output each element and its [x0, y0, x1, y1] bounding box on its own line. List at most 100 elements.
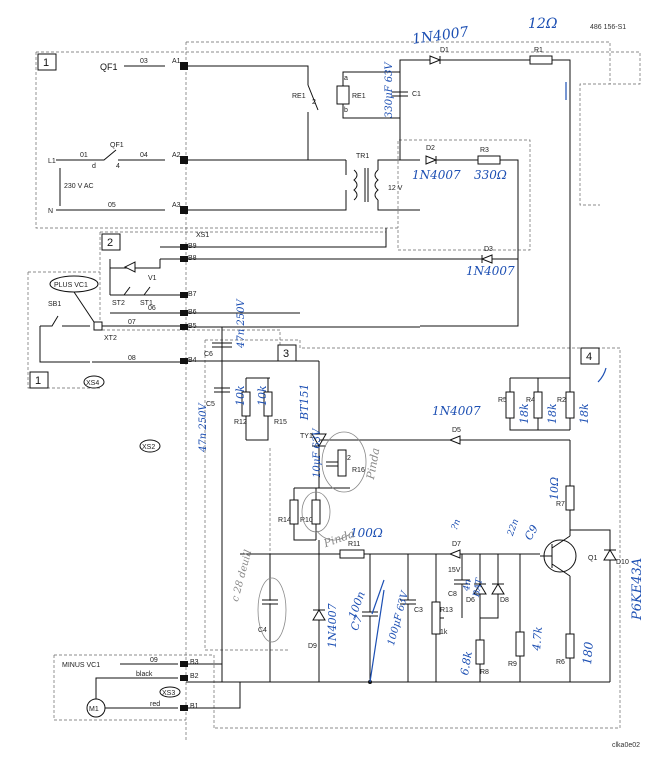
r7-value-note: 10Ω — [548, 476, 561, 500]
svg-text:R7: R7 — [556, 501, 565, 508]
svg-text:TY1: TY1 — [300, 433, 313, 440]
footer-code: clka0e02 — [612, 742, 641, 749]
svg-text:D3: D3 — [484, 246, 493, 253]
minus-vc1-section: MINUS VC1 09 B3 black B2 XS3 M1 red B1 — [62, 657, 241, 718]
svg-text:RE1: RE1 — [292, 93, 306, 100]
r4-value-note: 18k — [546, 403, 559, 424]
control-section: C6 C5 R12 R15 TY1 C2 R16 D5 R5 R4 R2 — [186, 327, 629, 684]
block-4-label: 4 — [586, 351, 592, 363]
block-1-label: 1 — [43, 57, 49, 69]
svg-text:R14: R14 — [278, 517, 291, 524]
svg-text:15V: 15V — [448, 567, 461, 574]
svg-text:C3: C3 — [414, 607, 423, 614]
svg-text:R10: R10 — [300, 517, 313, 524]
svg-text:01: 01 — [80, 152, 88, 159]
svg-text:C1: C1 — [412, 91, 421, 98]
svg-text:C6: C6 — [204, 351, 213, 358]
c5-value-note: 47n 250V — [198, 403, 209, 452]
doc-number: 486 156-S1 — [590, 24, 627, 31]
svg-text:M1: M1 — [89, 706, 99, 713]
block-3-label: 3 — [283, 348, 289, 360]
terminal-xs1-section: XS1 B9 B8 B7 B6 B5 B4 V1 D3 ST2 ST1 06 — [109, 228, 518, 364]
r2-value-note: 18k — [578, 403, 591, 424]
plus-vc1-section: PLUS VC1 SB1 XT2 07 08 XS4 XS2 — [39, 275, 180, 453]
svg-text:D10: D10 — [616, 559, 629, 566]
d5-value-note: 1N4007 — [432, 404, 481, 418]
svg-text:XS3: XS3 — [162, 690, 175, 697]
svg-text:red: red — [150, 701, 160, 708]
svg-text:07: 07 — [128, 319, 136, 326]
svg-text:R11: R11 — [348, 541, 360, 548]
block-2-label: 2 — [107, 237, 113, 249]
svg-text:d: d — [92, 163, 96, 170]
svg-text:R2: R2 — [557, 397, 566, 404]
svg-text:D2: D2 — [426, 145, 435, 152]
svg-text:N: N — [48, 208, 53, 215]
svg-text:XT2: XT2 — [104, 335, 117, 342]
svg-text:B7: B7 — [188, 291, 197, 298]
svg-text:RE1: RE1 — [352, 93, 366, 100]
svg-text:R3: R3 — [480, 147, 489, 154]
svg-text:C5: C5 — [206, 401, 215, 408]
svg-text:QF1: QF1 — [110, 142, 124, 149]
svg-text:C8: C8 — [448, 591, 457, 598]
svg-text:04: 04 — [140, 152, 148, 159]
d10-value-note: P6KE43A — [630, 557, 645, 620]
svg-text:A2: A2 — [172, 152, 181, 159]
svg-text:4: 4 — [116, 163, 120, 170]
svg-text:C4: C4 — [258, 627, 267, 634]
svg-text:L1: L1 — [48, 158, 56, 165]
r6-value-note: 180 — [580, 641, 596, 666]
r5-value-note: 18k — [518, 403, 531, 424]
qf1-top-label: QF1 — [100, 62, 118, 72]
svg-text:C2: C2 — [342, 455, 351, 462]
svg-text:09: 09 — [150, 657, 158, 664]
svg-text:D1: D1 — [440, 47, 449, 54]
svg-text:1k: 1k — [440, 629, 448, 636]
r11-value-note: 100Ω — [350, 526, 383, 540]
svg-text:D6: D6 — [466, 597, 475, 604]
svg-text:12 V: 12 V — [388, 185, 403, 192]
handwritten-notes — [369, 82, 607, 683]
svg-text:R13: R13 — [440, 607, 453, 614]
svg-text:2: 2 — [312, 99, 316, 106]
svg-text:A3: A3 — [172, 202, 181, 209]
r15-value-note: 10k — [256, 385, 269, 406]
svg-text:Q1: Q1 — [588, 555, 597, 562]
svg-text:ST1: ST1 — [140, 300, 153, 307]
svg-text:black: black — [136, 671, 153, 678]
svg-text:D5: D5 — [452, 427, 461, 434]
d3-value-note: 1N4007 — [466, 264, 515, 278]
d9-value-note: 1N4007 — [326, 603, 339, 648]
svg-text:R8: R8 — [480, 669, 489, 676]
svg-text:R12: R12 — [234, 419, 247, 426]
svg-text:B3: B3 — [190, 659, 199, 666]
svg-text:R4: R4 — [526, 397, 535, 404]
r9-value-note: 4.7k — [530, 625, 546, 652]
r3-value-note: 330Ω — [474, 168, 507, 182]
svg-text:V1: V1 — [148, 275, 157, 282]
ty1-value-note: BT151 — [298, 383, 311, 420]
d2-value-note: 1N4007 — [412, 168, 461, 182]
svg-text:XS1: XS1 — [196, 232, 209, 239]
svg-text:05: 05 — [108, 202, 116, 209]
svg-text:R6: R6 — [556, 659, 565, 666]
svg-text:08: 08 — [128, 355, 136, 362]
svg-text:D7: D7 — [452, 541, 461, 548]
r12-value-note: 10k — [234, 385, 247, 406]
svg-text:R15: R15 — [274, 419, 287, 426]
svg-text:R16: R16 — [352, 467, 365, 474]
svg-text:MINUS VC1: MINUS VC1 — [62, 662, 100, 669]
svg-text:XS2: XS2 — [142, 444, 155, 451]
c2-value-note: 10μF 63V — [312, 428, 323, 478]
svg-text:PLUS VC1: PLUS VC1 — [54, 282, 88, 289]
svg-text:03: 03 — [140, 58, 148, 65]
svg-text:TR1: TR1 — [356, 153, 369, 160]
svg-text:B2: B2 — [190, 673, 199, 680]
c6-value-note: 47n 250V — [236, 299, 247, 348]
svg-text:230 V AC: 230 V AC — [64, 183, 94, 190]
svg-text:XS4: XS4 — [86, 380, 99, 387]
c1-value-note: 330μF 63V — [384, 62, 395, 118]
svg-text:A1: A1 — [172, 58, 181, 65]
